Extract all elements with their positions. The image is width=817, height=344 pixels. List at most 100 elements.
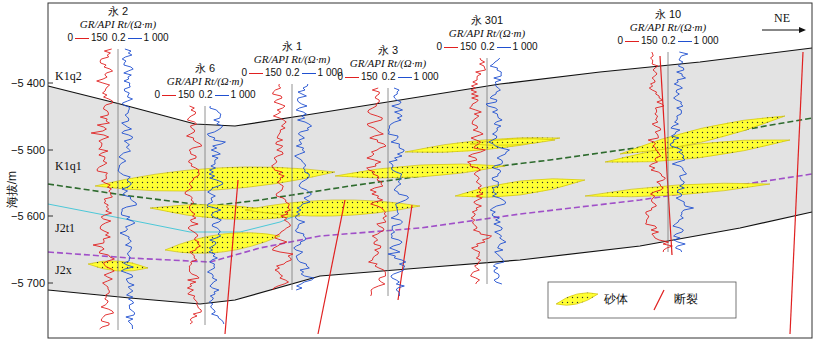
scale-value: 0.2 — [199, 89, 213, 100]
rt-curve — [670, 52, 693, 252]
log-header: GR/API Rt/(Ω·m) — [630, 21, 706, 33]
header-row: GR/API Rt/(Ω·m) — [630, 21, 706, 34]
well-name: 永 301 — [471, 14, 503, 26]
scale-value: 150 — [91, 32, 108, 43]
frame — [48, 3, 812, 338]
fault-line — [318, 200, 345, 334]
scale-value: 1 000 — [694, 35, 719, 46]
scale-line — [249, 73, 263, 74]
header-row: 永 2 — [108, 5, 128, 18]
sand-dots — [470, 139, 555, 146]
gr-curve — [91, 49, 114, 329]
scale-value: 0 — [241, 67, 247, 78]
direction-arrowhead — [799, 27, 806, 33]
scale-line — [345, 77, 359, 78]
sand-body — [245, 200, 420, 216]
log-header: GR/API Rt/(Ω·m) — [449, 27, 525, 39]
rt-curve — [207, 106, 225, 324]
axis-tick — [48, 150, 53, 151]
formation-label: J2x — [53, 264, 74, 277]
scale-line — [678, 41, 692, 42]
legend-box — [548, 282, 736, 318]
scale-value: 1 000 — [144, 32, 169, 43]
sand-body — [405, 138, 560, 153]
scale-value: 0.2 — [286, 67, 300, 78]
scale-value: 0.2 — [662, 35, 676, 46]
gr-curve — [646, 52, 673, 252]
well-bore — [668, 52, 669, 252]
scale-value: 0.2 — [481, 41, 495, 52]
scale-line — [128, 38, 142, 39]
scale-value: 1 000 — [414, 71, 439, 82]
scale-value: 0 — [67, 32, 73, 43]
legend-sand-dots — [556, 293, 598, 306]
scale-line — [75, 38, 89, 39]
sand-dots — [605, 140, 790, 163]
well-header: 永 301GR/API Rt/(Ω·m)01500.21 000 — [436, 14, 537, 53]
direction-label: NE — [772, 12, 792, 25]
log-header: GR/API Rt/(Ω·m) — [80, 18, 156, 30]
scale-value: 0 — [154, 89, 160, 100]
well-header: 永 6GR/API Rt/(Ω·m)01500.21 000 — [154, 62, 255, 101]
well-header: 永 10GR/API Rt/(Ω·m)01500.21 000 — [617, 8, 718, 47]
well-bore — [388, 88, 389, 296]
sand-dots — [245, 200, 420, 216]
header-row: 01500.21 000 — [337, 70, 438, 83]
log-header: GR/API Rt/(Ω·m) — [254, 53, 330, 65]
scale-value: 0 — [617, 35, 623, 46]
header-row: GR/API Rt/(Ω·m) — [167, 75, 243, 88]
sand-dots — [165, 233, 280, 254]
legend-text: 砂体 — [604, 293, 628, 306]
sand-body — [335, 164, 505, 178]
scale-value: 1 000 — [513, 41, 538, 52]
scale-line — [215, 95, 229, 96]
scale-value: 150 — [178, 89, 195, 100]
rt-curve — [388, 88, 409, 296]
legend-fault-sample — [654, 290, 664, 310]
formation-label: J2t1 — [53, 222, 77, 235]
header-row: GR/API Rt/(Ω·m) — [254, 53, 330, 66]
gr-curve — [185, 106, 202, 324]
header-row: 永 10 — [655, 8, 681, 21]
well-name: 永 10 — [655, 8, 681, 20]
axis-value: −5 700 — [3, 277, 45, 289]
rt-curve — [486, 58, 509, 284]
sand-body — [470, 139, 555, 146]
formation-label: K1q1 — [53, 160, 84, 173]
header-row: GR/API Rt/(Ω·m) — [350, 57, 426, 70]
gr-curve — [272, 84, 293, 290]
scale-value: 0 — [337, 71, 343, 82]
axis-tick — [48, 216, 53, 217]
scale-value: 1 000 — [231, 89, 256, 100]
direction-arrow — [762, 30, 804, 31]
strata-fill — [48, 48, 812, 304]
header-row: 01500.21 000 — [617, 34, 718, 47]
header-row: 永 1 — [282, 40, 302, 53]
header-row: 永 6 — [195, 62, 215, 75]
scale-line — [497, 47, 511, 48]
gr-curve — [367, 88, 387, 296]
axis-tick — [48, 283, 53, 284]
sand-dots — [455, 179, 585, 198]
scale-value: 150 — [361, 71, 378, 82]
header-row: 01500.21 000 — [67, 31, 168, 44]
header-row: GR/API Rt/(Ω·m) — [80, 18, 156, 31]
header-row: 01500.21 000 — [436, 40, 537, 53]
well-bore — [205, 106, 206, 325]
header-row: 永 3 — [378, 44, 398, 57]
log-header: GR/API Rt/(Ω·m) — [350, 57, 426, 69]
fault-line — [660, 56, 672, 255]
well-header: 永 1GR/API Rt/(Ω·m)01500.21 000 — [241, 40, 342, 79]
axis-value: −5 500 — [3, 144, 45, 156]
well-bore — [292, 84, 293, 290]
well-bore — [118, 49, 119, 330]
rt-curve — [118, 49, 136, 329]
sand-dots — [335, 164, 505, 178]
fault-line — [225, 180, 238, 334]
header-row: 01500.21 000 — [241, 66, 342, 79]
header-row: GR/API Rt/(Ω·m) — [449, 27, 525, 40]
sand-dots — [405, 138, 560, 153]
scale-line — [162, 95, 176, 96]
